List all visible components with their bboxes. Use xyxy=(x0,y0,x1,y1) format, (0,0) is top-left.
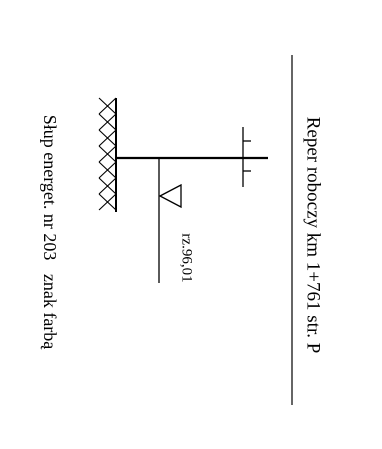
benchmark-title: Reper roboczy km 1+761 str. P xyxy=(303,117,324,354)
elevation-triangle-icon xyxy=(158,183,182,209)
pole-symbol xyxy=(116,127,268,283)
ground-hatching xyxy=(98,97,117,212)
benchmark-description: Słup energet. nr 203 znak farbą xyxy=(40,115,60,351)
elevation-label: rz.96,01 xyxy=(179,233,195,282)
